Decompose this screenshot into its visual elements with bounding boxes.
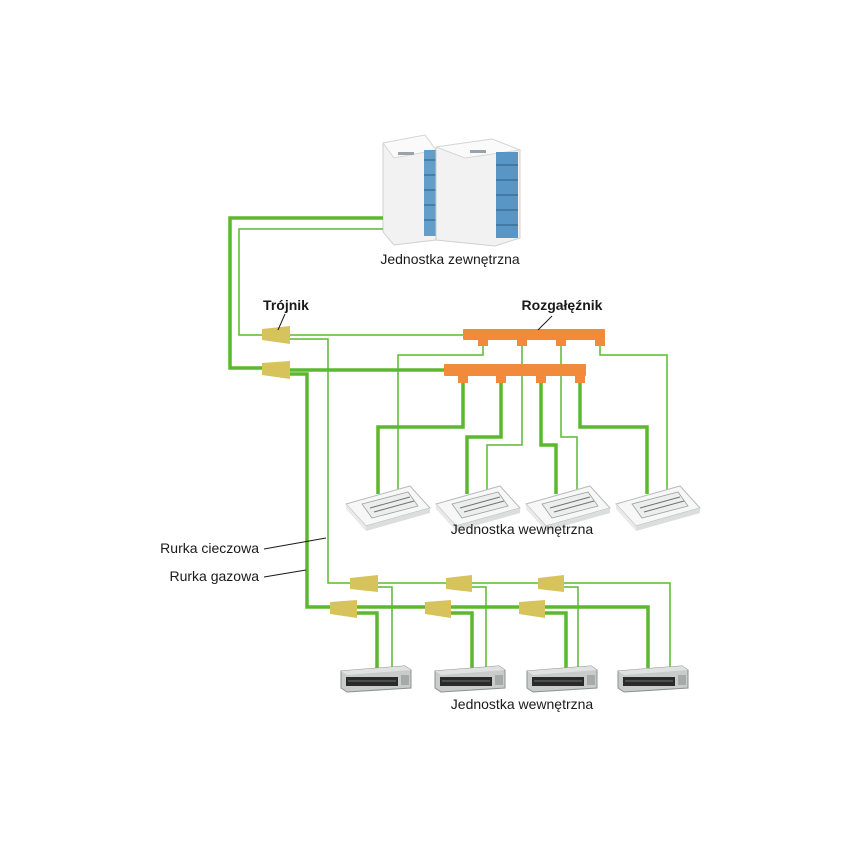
liquid-pipe-label: Rurka cieczowa (160, 540, 259, 556)
liquid-to-duct-branch (290, 338, 350, 584)
gas-to-duct-branch (290, 372, 330, 609)
cassette-unit-2 (435, 485, 521, 531)
cassette-unit-1 (345, 485, 431, 531)
header-label: Rozgałęźnik (522, 297, 603, 313)
header-leader (537, 315, 553, 331)
cassette-units (345, 485, 701, 531)
liquid-pipe-leader (263, 537, 327, 550)
gas-pipe-label: Rurka gazowa (170, 568, 260, 584)
cassette-units-label: Jednostka wewnętrzna (451, 521, 594, 537)
header-upper (463, 329, 605, 346)
header-lower (444, 364, 586, 383)
duct-unit-1 (340, 665, 412, 693)
leader-lines (263, 313, 553, 578)
duct-units (340, 665, 689, 693)
liquid-pipe-trunk (238, 228, 383, 336)
gas-pipe-leader (263, 569, 307, 578)
duct-unit-4 (617, 665, 689, 693)
duct-unit-2 (434, 665, 506, 693)
gas-pipe-trunk (228, 216, 383, 370)
outdoor-unit-label: Jednostka zewnętrzna (380, 251, 520, 267)
duct-unit-3 (526, 665, 598, 693)
tee-label: Trójnik (263, 297, 309, 313)
outdoor-unit (382, 134, 522, 247)
tee-leader (277, 313, 286, 331)
pipe-network (228, 216, 671, 668)
cassette-unit-3 (525, 485, 611, 531)
tee-joints (262, 326, 564, 618)
duct-units-label: Jednostka wewnętrzna (451, 696, 594, 712)
cassette-unit-4 (615, 485, 701, 531)
